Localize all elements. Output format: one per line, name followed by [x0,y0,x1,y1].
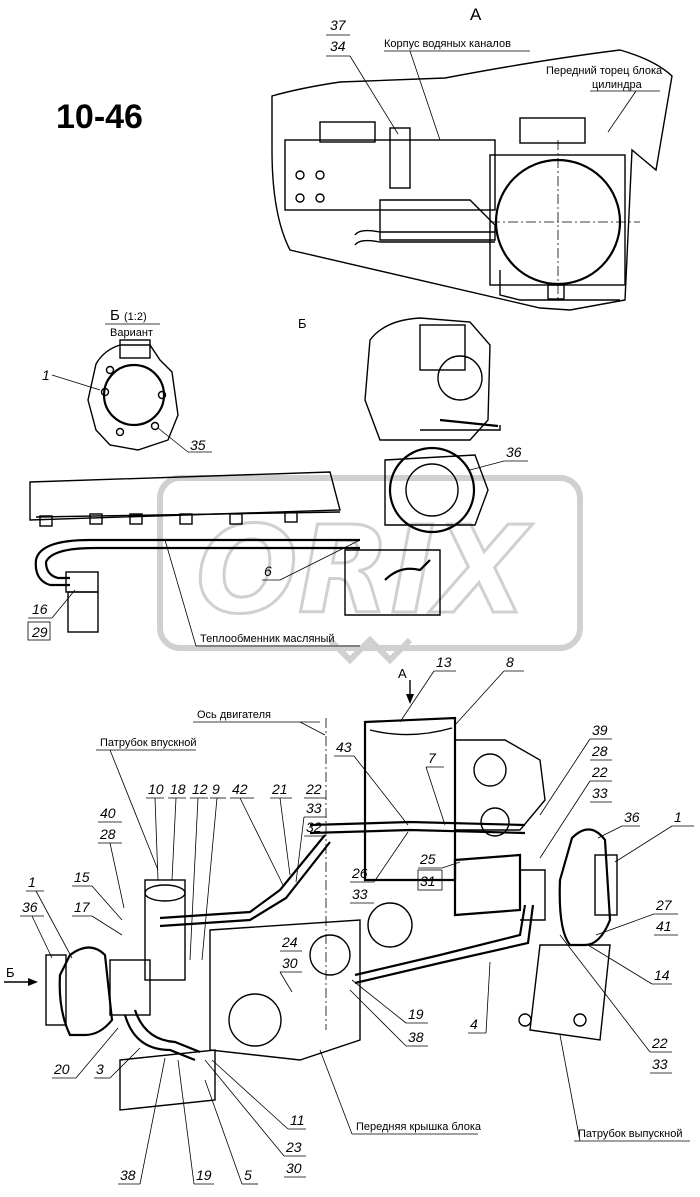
callout-41: 41 [656,918,672,934]
callout-37: 37 [330,17,347,33]
label-water-channel-body: Корпус водяных каналов [384,38,511,50]
callout-10: 10 [148,781,164,797]
label-cylinder: цилиндра [592,79,643,91]
callout-11: 11 [290,1112,305,1128]
callout-21: 21 [271,781,288,797]
callout-33-a: 33 [306,800,322,816]
callout-18: 18 [170,781,186,797]
callout-1-detail: 1 [42,367,50,383]
callout-32: 32 [306,819,322,835]
callout-31: 31 [420,873,436,889]
callout-26: 26 [351,865,368,881]
callout-28-b: 28 [591,743,608,759]
callout-27: 27 [655,897,673,913]
label-exhaust-pipe: Патрубок выпускной [578,1128,682,1140]
callout-36-left: 36 [22,899,38,915]
view-b: Б 36 6 16 29 [27,316,528,647]
callout-38-right: 38 [408,1029,424,1045]
callout-33-b: 33 [592,785,608,801]
label-front-face: Передний торец блока [546,65,663,77]
callout-22-a: 22 [305,781,322,797]
callout-29: 29 [31,624,48,640]
callout-39: 39 [592,722,608,738]
callout-12: 12 [192,781,208,797]
view-a-title: А [470,5,482,24]
callout-35: 35 [190,437,206,453]
callout-34: 34 [330,38,346,54]
callout-1-right: 36 [624,809,640,825]
callout-1-left: 1 [28,874,36,890]
label-front-cover: Передняя крышка блока [356,1121,482,1133]
callout-30-a: 30 [282,955,298,971]
callout-5: 5 [244,1167,252,1183]
page-code: 10-46 [56,98,143,136]
callout-38-left: 38 [120,1167,136,1183]
callout-36-right: 1 [674,809,682,825]
label-engine-axis: Ось двигателя [197,709,271,721]
view-b-title: Б [298,316,307,331]
callout-13: 13 [436,654,452,670]
callout-28-a: 28 [99,826,116,842]
callout-14: 14 [654,967,670,983]
label-oil-heat-exchanger: Теплообменник масляный [200,633,335,645]
svg-text:ORIX: ORIX [196,502,533,641]
view-a: А 37 34 Корпус водяных каналов Передний … [271,5,673,311]
callout-19-right: 19 [408,1006,424,1022]
callout-36-view-b: 36 [506,444,522,460]
callout-3: 3 [96,1061,104,1077]
watermark: ORIX [157,475,583,665]
callout-43: 43 [336,739,352,755]
callout-33-d: 33 [652,1056,668,1072]
callout-42: 42 [232,781,248,797]
view-b-detail-variant: Вариант [110,327,153,339]
callout-9: 9 [212,781,220,797]
view-b-detail: Б (1:2) Вариант 1 35 [42,307,212,453]
callout-22-c: 22 [651,1035,668,1051]
arrow-b-label: Б [6,965,15,980]
callout-4: 4 [470,1016,478,1032]
callout-24: 24 [281,934,298,950]
callout-7: 7 [428,750,437,766]
callout-25: 25 [419,851,436,867]
callout-19-left: 19 [196,1167,212,1183]
callout-40: 40 [100,805,116,821]
label-intake-pipe: Патрубок впускной [100,737,197,749]
callout-23: 23 [285,1139,302,1155]
callout-16: 16 [32,601,48,617]
callout-33-c: 33 [352,886,368,902]
callout-17: 17 [74,899,91,915]
callout-22-b: 22 [591,764,608,780]
main-view: А Б Ось двигателя Патрубок впускной [4,654,694,1185]
callout-6: 6 [264,563,272,579]
callout-8: 8 [506,654,514,670]
callout-15: 15 [74,869,90,885]
view-b-detail-scale: (1:2) [124,311,147,323]
callout-30-b: 30 [286,1160,302,1176]
view-b-detail-title: Б [110,307,120,324]
arrow-a-label: А [398,666,407,681]
callout-20: 20 [53,1061,70,1077]
